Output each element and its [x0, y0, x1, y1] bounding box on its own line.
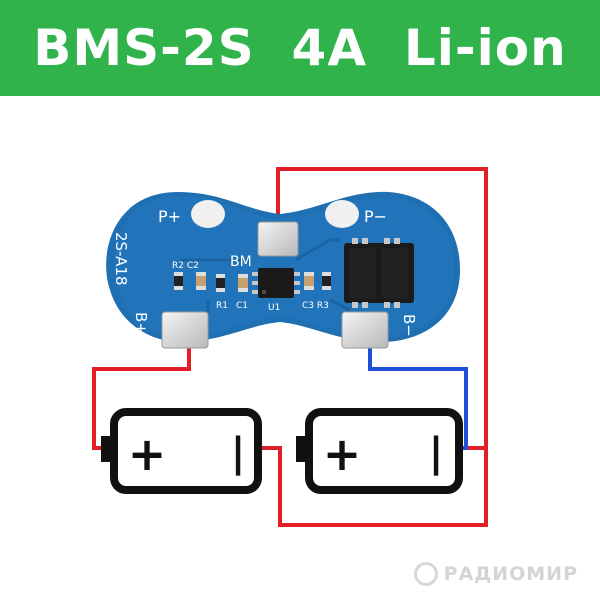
battery-1-plus-symbol: + [128, 427, 167, 481]
battery-2: + | [296, 408, 463, 494]
battery-2-minus-symbol: | [429, 430, 444, 477]
label-c3r3: C3 R3 [302, 301, 329, 311]
label-c1: C1 [236, 301, 248, 311]
smd-components [174, 272, 331, 292]
wire-b-minus [368, 335, 468, 450]
wire-p-plus [276, 167, 488, 450]
label-p-plus: P+ [158, 207, 181, 226]
watermark: РАДИОМИР [413, 562, 578, 586]
pcb-traces [180, 238, 351, 312]
label-r1: R1 [216, 301, 228, 311]
pad-b-minus [341, 311, 389, 349]
pad-p-plus [257, 221, 299, 257]
battery-1-minus-symbol: | [231, 430, 246, 477]
brand-logo-icon [413, 562, 438, 586]
label-b-minus: B− [400, 314, 418, 337]
label-r2c2: R2 C2 [172, 261, 199, 271]
label-bm: BM [230, 254, 252, 270]
battery-1: + | [101, 408, 262, 494]
bms-board: P+ P− BM R2 C2 R1 C1 U1 C3 R3 2S-A18 B+ … [106, 191, 460, 349]
mosfet-chips [344, 238, 414, 308]
battery-2-plus-symbol: + [323, 427, 362, 481]
label-b-plus: B+ [132, 312, 150, 335]
mounting-hole-right [325, 200, 359, 228]
banner-title: BMS-2S 4A Li-ion [33, 19, 567, 77]
label-model: 2S-A18 [112, 232, 130, 286]
label-p-minus: P− [364, 207, 387, 226]
wires [92, 167, 488, 527]
label-u1: U1 [268, 303, 280, 313]
wiring-diagram: P+ P− BM R2 C2 R1 C1 U1 C3 R3 2S-A18 B+ … [92, 167, 488, 527]
watermark-text: РАДИОМИР [443, 563, 578, 585]
pad-b-plus [161, 311, 209, 349]
title-banner: BMS-2S 4A Li-ion [0, 0, 600, 96]
wire-series-link [258, 446, 488, 527]
wire-b-plus [92, 335, 191, 450]
mounting-hole-left [191, 200, 225, 228]
ic-u1 [252, 268, 300, 298]
